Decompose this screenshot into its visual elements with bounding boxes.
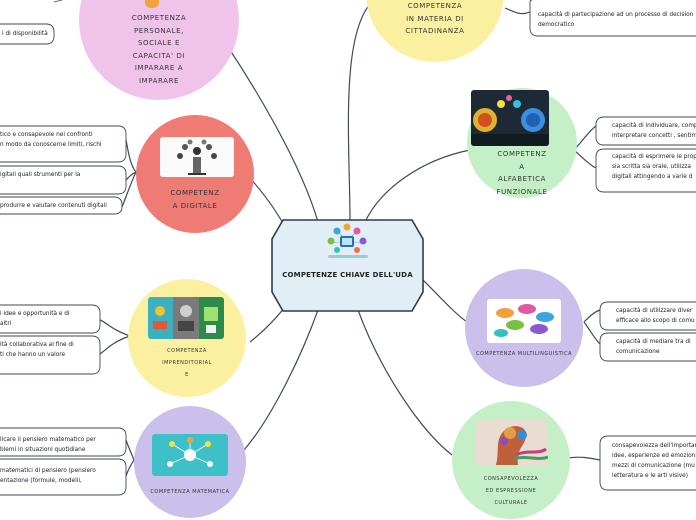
central-topic-shape xyxy=(271,219,424,312)
link-multilinguistica-notes xyxy=(583,309,601,345)
node-image xyxy=(148,297,224,339)
note-culturale-1[interactable]: consapevolezza dell'importanz idee, espe… xyxy=(612,443,696,479)
node-image xyxy=(471,90,549,146)
link-matematica-notes xyxy=(125,439,135,477)
brains-image xyxy=(471,95,549,146)
central-topic-title: COMPETENZE CHIAVE DELL'UDA xyxy=(282,271,413,279)
note-imprenditoriale-2[interactable]: ità collaborativa al fine di ti che hann… xyxy=(0,342,74,358)
node-label: COMPETENZ A DIGITALE xyxy=(170,189,220,210)
node-competenza-personale[interactable]: COMPETENZA PERSONALE, SOCIALE E CAPACITA… xyxy=(79,0,239,100)
node-competenza-imprenditoriale[interactable]: COMPETENZA IMPRENDITORIAL E xyxy=(128,279,246,397)
node-competenza-alfabetica[interactable]: COMPETENZ A ALFABETICA FUNZIONALE xyxy=(467,88,577,198)
node-competenza-matematica[interactable]: COMPETENZA MATEMATICA xyxy=(134,406,246,518)
node-image xyxy=(152,434,228,476)
note-matematica-2[interactable]: matematici di pensiero (pensiero entazio… xyxy=(0,468,96,484)
node-image xyxy=(476,419,548,465)
note-alfabetica-2[interactable]: capacità di esprimere le prop sia scritt… xyxy=(612,154,696,180)
note-imprenditoriale-1[interactable]: i idee e opportunità e di altri xyxy=(0,311,70,327)
node-competenza-culturale[interactable]: CONSAPEVOLEZZA ED ESPRESSIONE CULTURALE xyxy=(452,401,570,519)
node-label: COMPETENZA PERSONALE, SOCIALE E CAPACITA… xyxy=(131,14,187,85)
note-digitale-3[interactable]: produrre e valutare contenuti digitali xyxy=(0,203,107,209)
link-cittadinanza-notes xyxy=(504,7,531,15)
tree-icons-image xyxy=(177,139,217,175)
note-multilinguistica-1[interactable]: capacità di utilizzare diver efficace al… xyxy=(616,308,695,324)
link-alfabetica xyxy=(364,149,471,223)
business-image xyxy=(148,297,224,339)
note-digitale-2[interactable]: igitali quali strumenti per la xyxy=(0,172,81,178)
node-label: COMPETENZA MATEMATICA xyxy=(150,489,230,495)
node-image xyxy=(487,299,561,343)
note-multilinguistica-2[interactable]: capacità di mediare tra di comunicazione xyxy=(616,339,691,355)
node-image xyxy=(145,0,159,8)
node-label: COMPETENZA MULTILINGUISTICA xyxy=(475,351,573,357)
node-label: COMPETENZ A ALFABETICA FUNZIONALE xyxy=(496,150,548,196)
node-label: COMPETENZA IMPRENDITORIAL E xyxy=(162,348,212,378)
note-matematica-1[interactable]: licare il pensiero matematico per blemi … xyxy=(0,437,96,453)
node-image xyxy=(160,137,234,177)
node-label: COMPETENZA IN MATERIA DI CITTADINANZA xyxy=(405,2,465,35)
math-network-image xyxy=(167,437,213,467)
node-label: CONSAPEVOLEZZA ED ESPRESSIONE CULTURALE xyxy=(483,476,539,506)
network-icon xyxy=(327,223,368,258)
note-alfabetica-1[interactable]: capacità di individuare, comp interpreta… xyxy=(612,123,696,139)
link-imprenditoriale-notes xyxy=(99,319,131,355)
link-personale xyxy=(225,43,319,223)
note-personale-1[interactable]: i di disponibilità xyxy=(2,31,48,37)
link-digitale-notes xyxy=(121,139,137,208)
central-topic[interactable]: COMPETENZE CHIAVE DELL'UDA xyxy=(271,219,424,312)
link-culturale xyxy=(357,309,453,456)
link-culturale-notes xyxy=(567,456,601,461)
link-alfabetica-notes xyxy=(573,125,597,169)
link-cittadinanza xyxy=(347,3,371,223)
speech-bubbles-image xyxy=(494,304,554,337)
node-competenza-multilinguistica[interactable]: COMPETENZA MULTILINGUISTICA xyxy=(465,269,583,387)
note-digitale-1[interactable]: tico e consapevole nei confronti n modo … xyxy=(0,132,102,148)
art-image xyxy=(496,426,548,465)
note-cittadinanza-1[interactable]: capacità di partecipazione ad un process… xyxy=(538,12,694,28)
link-matematica xyxy=(243,309,319,451)
node-competenza-digitale[interactable]: COMPETENZ A DIGITALE xyxy=(136,115,254,233)
